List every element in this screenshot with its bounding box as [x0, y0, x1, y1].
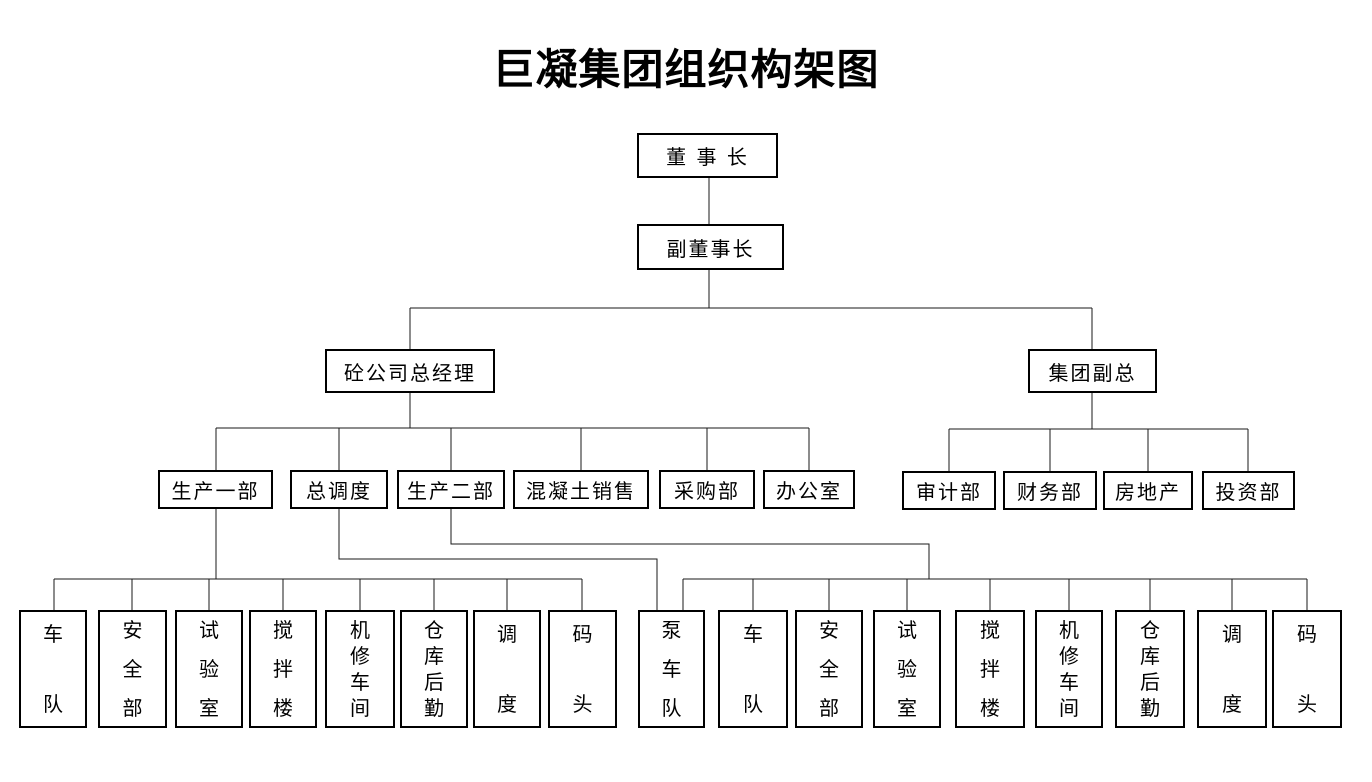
node-production-dept-1-label: 生产一部: [171, 479, 260, 503]
node-test-lab-right-label: 试 验 室: [897, 617, 917, 720]
node-chairman-label: 董 事 长: [666, 145, 749, 169]
node-chairman: 董 事 长: [637, 133, 778, 178]
node-dock-left: 码 头: [548, 610, 617, 728]
node-safety-dept-right: 安 全 部: [795, 610, 863, 728]
node-concrete-company-gm-label: 砼公司总经理: [344, 360, 476, 385]
node-fleet-right-label: 车 队: [743, 622, 763, 716]
node-office: 办公室: [763, 470, 855, 509]
node-vice-chairman-label: 副董事长: [666, 236, 755, 261]
node-investment-dept: 投资部: [1202, 471, 1295, 510]
node-mixing-tower-left: 搅 拌 楼: [249, 610, 317, 728]
node-fleet-left: 车 队: [19, 610, 87, 728]
node-fleet-left-label: 车 队: [43, 622, 63, 716]
node-safety-dept-left-label: 安 全 部: [122, 617, 143, 720]
node-dock-right: 码 头: [1272, 610, 1342, 728]
node-warehouse-logistics-right: 仓 库 后 勤: [1115, 610, 1185, 728]
node-office-label: 办公室: [776, 479, 842, 503]
node-audit-dept-label: 审计部: [916, 480, 982, 504]
node-concrete-company-gm: 砼公司总经理: [325, 349, 495, 393]
node-fleet-right: 车 队: [718, 610, 788, 728]
node-mixing-tower-left-label: 搅 拌 楼: [273, 617, 293, 720]
node-safety-dept-right-label: 安 全 部: [819, 617, 839, 720]
node-mixing-tower-right: 搅 拌 楼: [955, 610, 1025, 728]
node-group-deputy-gm-label: 集团副总: [1048, 360, 1137, 385]
node-machine-repair-shop-left: 机 修 车 间: [325, 610, 395, 728]
node-warehouse-logistics-right-label: 仓 库 后 勤: [1140, 618, 1160, 720]
node-safety-dept-left: 安 全 部: [98, 610, 167, 728]
node-production-dept-2-label: 生产二部: [407, 479, 495, 503]
node-test-lab-right: 试 验 室: [873, 610, 941, 728]
node-concrete-sales: 混凝土销售: [513, 470, 649, 509]
node-concrete-sales-label: 混凝土销售: [526, 479, 636, 503]
node-test-lab-left-label: 试 验 室: [199, 617, 219, 720]
node-dispatch-right: 调 度: [1197, 610, 1267, 728]
node-chief-dispatch-label: 总调度: [306, 479, 372, 503]
node-dispatch-right-label: 调 度: [1222, 622, 1242, 716]
node-dock-right-label: 码 头: [1297, 622, 1317, 716]
node-group-deputy-gm: 集团副总: [1028, 349, 1157, 393]
node-vice-chairman: 副董事长: [637, 224, 784, 270]
node-production-dept-2: 生产二部: [397, 470, 505, 509]
node-test-lab-left: 试 验 室: [175, 610, 243, 728]
node-purchasing-dept: 采购部: [659, 470, 755, 509]
node-finance-dept-label: 财务部: [1017, 480, 1083, 504]
node-chief-dispatch: 总调度: [290, 470, 388, 509]
node-dock-left-label: 码 头: [572, 622, 593, 716]
node-purchasing-dept-label: 采购部: [674, 479, 740, 503]
node-pump-truck-fleet-label: 泵 车 队: [661, 617, 682, 720]
node-warehouse-logistics-left: 仓 库 后 勤: [400, 610, 468, 728]
node-investment-dept-label: 投资部: [1215, 480, 1282, 504]
node-real-estate: 房地产: [1103, 471, 1193, 510]
node-pump-truck-fleet: 泵 车 队: [638, 610, 705, 728]
node-finance-dept: 财务部: [1003, 471, 1097, 510]
node-machine-repair-shop-left-label: 机 修 车 间: [350, 618, 370, 720]
node-machine-repair-shop-right: 机 修 车 间: [1035, 610, 1103, 728]
node-real-estate-label: 房地产: [1115, 480, 1181, 504]
node-audit-dept: 审计部: [902, 471, 996, 510]
chart-title: 巨凝集团组织构架图: [492, 45, 880, 94]
node-dispatch-left: 调 度: [473, 610, 541, 728]
node-warehouse-logistics-left-label: 仓 库 后 勤: [424, 618, 444, 720]
node-machine-repair-shop-right-label: 机 修 车 间: [1059, 618, 1079, 720]
node-production-dept-1: 生产一部: [158, 470, 273, 509]
node-mixing-tower-right-label: 搅 拌 楼: [980, 617, 1000, 720]
node-dispatch-left-label: 调 度: [497, 622, 517, 716]
